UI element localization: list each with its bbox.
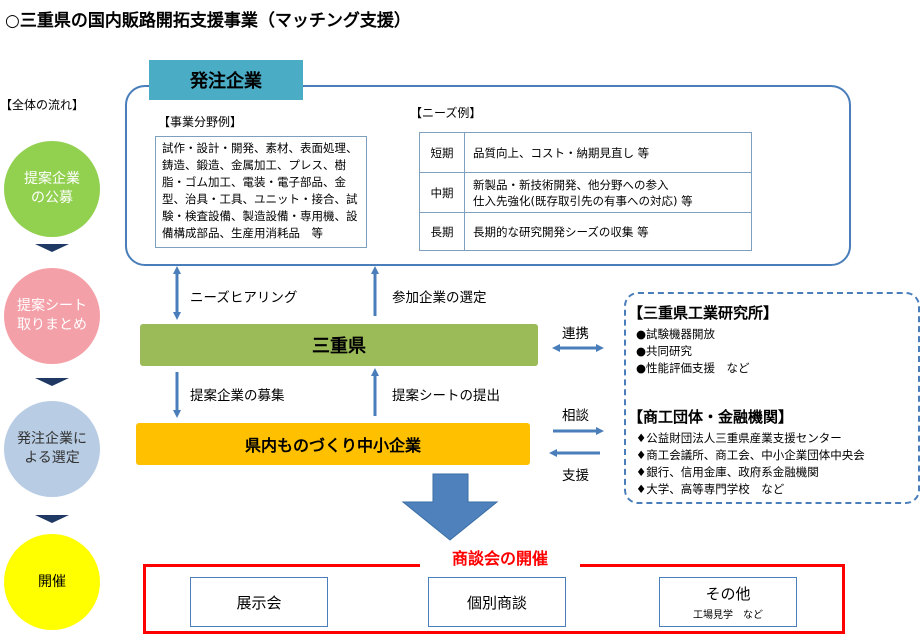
needs-row: 長期 長期的な研究開発シーズの収集 等 [419, 212, 752, 251]
event-other: その他 工場見学 など [659, 577, 797, 627]
needs-term: 短期 [419, 132, 465, 173]
bunya-line: 試作・設計・開発、素材、表面処理、 [162, 141, 358, 155]
needs-desc-line: 長期的な研究開発シーズの収集 等 [473, 224, 649, 239]
event-individual-meeting: 個別商談 [428, 577, 566, 627]
needs-hearing-label: ニーズヒアリング [190, 290, 298, 306]
flow-step-line: 開催 [38, 573, 66, 590]
flow-step-selection: 発注企業による選定 [4, 401, 100, 497]
needs-label: 【ニーズ例】 [410, 106, 482, 120]
flow-down-arrow [35, 515, 69, 523]
flow-step-line: の公募 [31, 190, 73, 206]
mie-prefecture-box: 三重県 [140, 324, 538, 366]
needs-row: 中期 新製品・新技術開発、他分野への参入仕入先強化(既存取引先の有事への対応) … [419, 172, 752, 213]
needs-desc: 長期的な研究開発シーズの収集 等 [464, 212, 752, 251]
bunya-label: 【事業分野例】 [158, 115, 243, 129]
commerce-items: ♦公益財団法人三重県産業支援センター ♦商工会議所、商工会、中小企業団体中央会 … [636, 430, 865, 498]
recruit-label: 提案企業の募集 [190, 388, 285, 404]
flow-step-line: 提案企業 [24, 171, 80, 188]
needs-desc-line: 新製品・新技術開発、他分野への参入 [473, 177, 669, 192]
bunya-line: 備構成部品、生産用消耗品 等 [162, 226, 323, 240]
bunya-list: 試作・設計・開発、素材、表面処理、 鋳造、鍛造、金属加工、プレス、樹 脂・ゴム加… [155, 136, 367, 248]
bunya-line: 型、治具・工具、ユニット・接合、試 [162, 192, 358, 206]
flow-step-line: よる選定 [24, 450, 80, 466]
bunya-line: 験・検査設備、製造設備・専用機、設 [162, 209, 358, 223]
page-title: ○三重県の国内販路開拓支援事業（マッチング支援） [5, 11, 411, 31]
research-item: ●共同研究 [636, 344, 693, 358]
research-item: ●試験機器開放 [636, 327, 716, 341]
needs-desc: 新製品・新技術開発、他分野への参入仕入先強化(既存取引先の有事への対応) 等 [464, 172, 752, 213]
commerce-finance-title: 【商工団体・金融機関】 [628, 408, 794, 426]
commerce-item: ♦銀行、信用金庫、政府系金融機関 [636, 465, 819, 479]
submit-label: 提案シートの提出 [392, 388, 500, 404]
needs-row: 短期 品質向上、コスト・納期見直し 等 [419, 132, 752, 173]
needs-desc: 品質向上、コスト・納期見直し 等 [464, 132, 752, 173]
commerce-item: ♦商工会議所、商工会、中小企業団体中央会 [636, 448, 865, 462]
research-items: ●試験機器開放 ●共同研究 ●性能評価支援 など [636, 326, 750, 377]
flow-step-line: 取りまとめ [17, 317, 87, 333]
hatchu-header: 発注企業 [149, 60, 303, 100]
bunya-line: 鋳造、鍛造、金属加工、プレス、樹 [162, 158, 346, 172]
research-institute-title: 【三重県工業研究所】 [628, 304, 779, 322]
bunya-line: 脂・ゴム加工、電装・電子部品、金 [162, 175, 346, 189]
selection-label: 参加企業の選定 [392, 290, 487, 306]
flow-step-event: 開催 [4, 534, 100, 630]
event-exhibition: 展示会 [190, 577, 328, 627]
renkei-label: 連携 [562, 326, 589, 342]
flow-step-line: 提案シート [17, 298, 87, 315]
shien-label: 支援 [562, 468, 589, 484]
research-item: ●性能評価支援 など [636, 361, 750, 375]
flow-step-compile: 提案シート取りまとめ [4, 268, 100, 364]
commerce-item: ♦大学、高等専門学校 など [636, 482, 785, 496]
event-item-label: その他 [705, 585, 751, 603]
needs-table: 短期 品質向上、コスト・納期見直し 等 中期 新製品・新技術開発、他分野への参入… [419, 132, 752, 251]
needs-desc-line: 仕入先強化(既存取引先の有事への対応) 等 [473, 193, 693, 208]
flow-down-arrow [35, 378, 69, 386]
support-orgs-container [624, 292, 920, 504]
event-item-label: 展示会 [236, 593, 282, 612]
flow-label: 【全体の流れ】 [0, 98, 85, 112]
flow-down-arrow [35, 244, 69, 252]
flow-step-line: 発注企業に [17, 431, 87, 448]
event-item-sub: 工場見学 など [693, 610, 763, 621]
flow-step-recruit: 提案企業の公募 [4, 141, 100, 237]
commerce-item: ♦公益財団法人三重県産業支援センター [636, 431, 842, 445]
needs-desc-line: 品質向上、コスト・納期見直し 等 [473, 145, 650, 160]
local-sme-box: 県内ものづくり中小企業 [136, 423, 530, 465]
soudan-label: 相談 [562, 408, 589, 424]
event-item-label: 個別商談 [466, 593, 527, 612]
needs-term: 長期 [419, 212, 465, 251]
big-down-arrow [401, 473, 499, 541]
business-meeting-title: 商談会の開催 [420, 545, 580, 569]
